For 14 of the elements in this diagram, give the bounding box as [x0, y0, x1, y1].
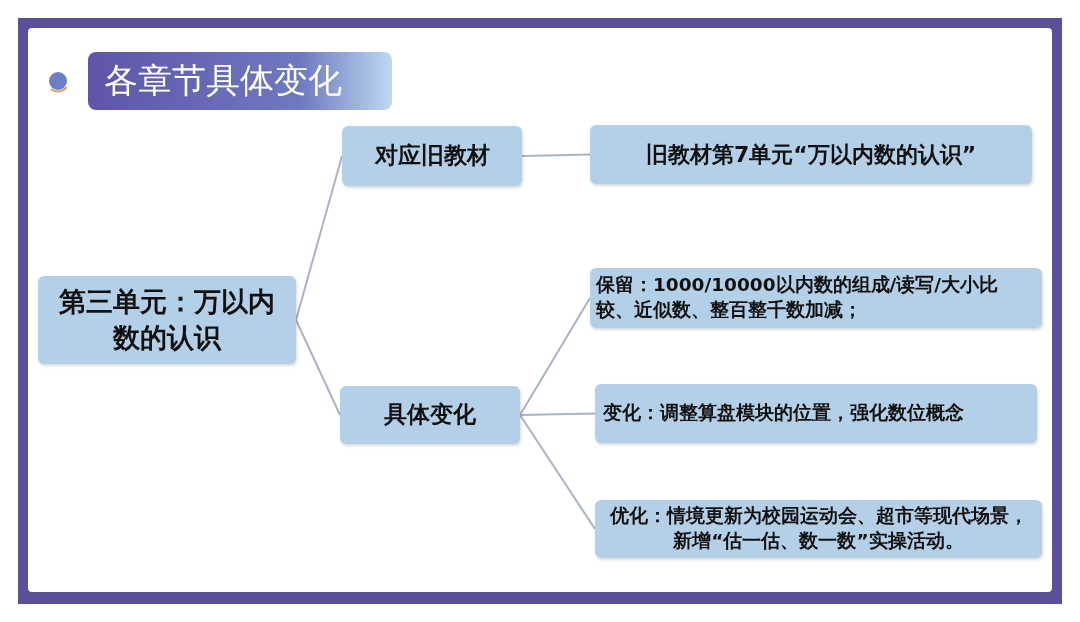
title-banner: 各章节具体变化 [88, 52, 392, 110]
connector-line [519, 297, 591, 416]
branch-box: 对应旧教材 [342, 126, 522, 186]
branch-box: 具体变化 [340, 386, 520, 444]
detail-box: 旧教材第7单元“万以内数的认识” [590, 125, 1032, 184]
connector-line [519, 414, 596, 530]
connector-line [519, 412, 596, 416]
detail-box: 优化：情境更新为校园运动会、超市等现代场景，新增“估一估、数一数”实操活动。 [595, 500, 1042, 558]
detail-box: 保留：1000/10000以内数的组成/读写/大小比较、近似数、整百整千数加减； [590, 268, 1042, 328]
connector-line [521, 153, 591, 157]
detail-box: 变化：调整算盘模块的位置，强化数位概念 [595, 384, 1037, 443]
connector-line [295, 319, 341, 416]
topic-box: 第三单元：万以内数的认识 [38, 276, 296, 364]
connector-line [295, 155, 343, 321]
